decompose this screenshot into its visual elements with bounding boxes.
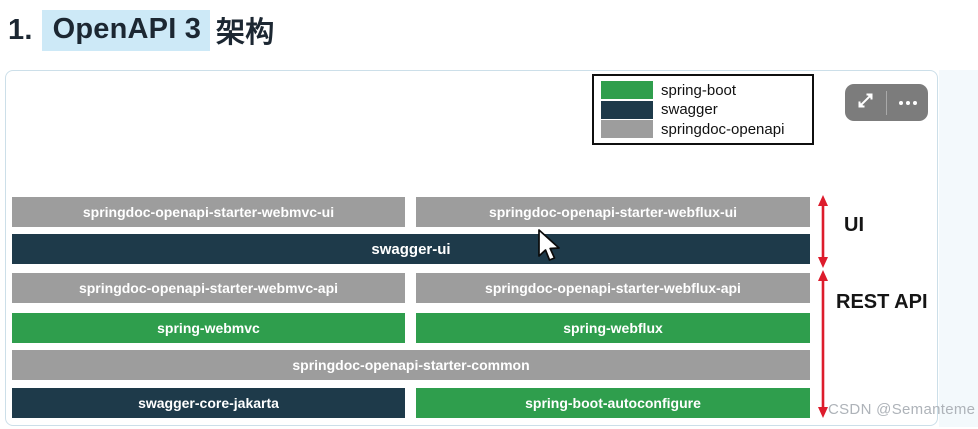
annotation-ui: UI xyxy=(844,214,864,236)
ellipsis-icon xyxy=(898,100,917,105)
heading-number: 1. xyxy=(8,13,33,46)
more-options-button[interactable] xyxy=(887,84,928,121)
legend-item-swagger: swagger xyxy=(601,100,805,119)
block-springdoc-openapi-starter-webflux-ui: springdoc-openapi-starter-webflux-ui xyxy=(416,197,810,227)
block-swagger-core-jakarta: swagger-core-jakarta xyxy=(12,388,405,418)
block-spring-boot-autoconfigure: spring-boot-autoconfigure xyxy=(416,388,810,418)
legend-item-springdoc-openapi: springdoc-openapi xyxy=(601,120,805,138)
block-spring-webflux: spring-webflux xyxy=(416,313,810,343)
block-spring-webmvc: spring-webmvc xyxy=(12,313,405,343)
block-springdoc-openapi-starter-common: springdoc-openapi-starter-common xyxy=(12,350,810,380)
legend-label: springdoc-openapi xyxy=(661,120,785,138)
diagram-legend: spring-boot swagger springdoc-openapi xyxy=(592,74,814,145)
viewer-toolbar xyxy=(845,84,928,121)
expand-button[interactable] xyxy=(845,84,886,121)
block-springdoc-openapi-starter-webflux-api: springdoc-openapi-starter-webflux-api xyxy=(416,273,810,303)
toolbar-divider xyxy=(886,90,887,115)
expand-icon xyxy=(856,91,875,115)
page-title: 1. OpenAPI 3 架构 xyxy=(8,9,274,51)
page-background-strip xyxy=(939,70,978,427)
block-springdoc-openapi-starter-webmvc-ui: springdoc-openapi-starter-webmvc-ui xyxy=(12,197,405,227)
annotation-rest-api: REST API xyxy=(836,291,928,313)
heading-suffix: 架构 xyxy=(216,17,275,49)
mouse-cursor-icon xyxy=(537,229,561,269)
heading-highlight: OpenAPI 3 xyxy=(41,9,211,51)
legend-swatch-spring-boot xyxy=(601,81,653,99)
legend-swatch-springdoc-openapi xyxy=(601,120,653,138)
range-arrows xyxy=(810,190,840,424)
legend-swatch-swagger xyxy=(601,100,653,119)
legend-label: spring-boot xyxy=(661,81,737,99)
watermark: CSDN @Semanteme xyxy=(828,401,976,418)
block-springdoc-openapi-starter-webmvc-api: springdoc-openapi-starter-webmvc-api xyxy=(12,273,405,303)
legend-label: swagger xyxy=(661,101,718,118)
legend-item-spring-boot: spring-boot xyxy=(601,81,805,99)
block-swagger-ui: swagger-ui xyxy=(12,234,810,264)
